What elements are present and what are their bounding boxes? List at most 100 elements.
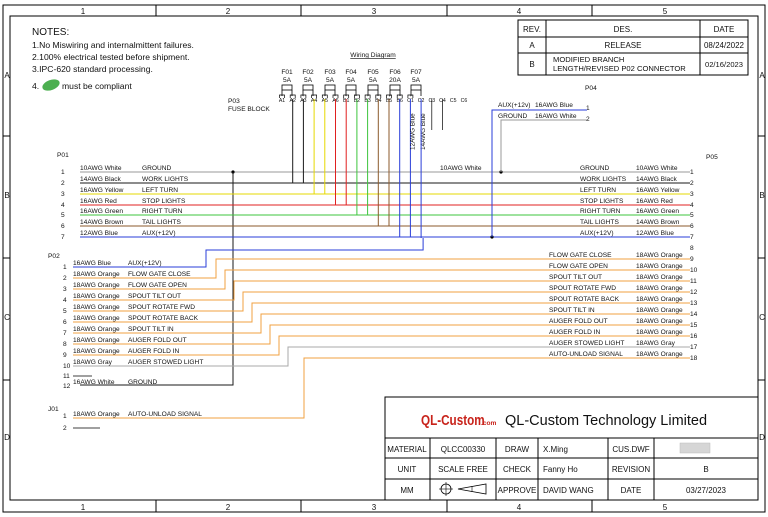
note-item: must be compliant [62,81,132,91]
p05-pin: 13 [690,300,698,307]
title-cell: 03/27/2023 [686,486,727,495]
p01-func: GROUND [142,165,172,172]
p01-wire: 16AWG Yellow [80,187,124,194]
p01-func: WORK LIGHTS [142,176,189,183]
rev-cell: A [529,41,535,50]
p02-pin: 4 [63,297,67,304]
wire-p02-6 [73,313,690,334]
p05-func: FLOW GATE CLOSE [549,252,612,259]
p05-wire: 18AWG Orange [636,307,683,314]
p05-pin: 10 [690,267,698,274]
p01-pin: 7 [61,234,65,241]
p02-pin: 10 [63,363,71,370]
fuse-pin: C6 [461,98,468,104]
p05-wire: 14AWG Black [636,176,677,183]
p01-func: TAIL LIGHTS [142,219,181,226]
pin-cap [375,94,382,98]
p04-pin: 2 [586,116,590,123]
grid-col-label: 4 [517,503,522,512]
j01-wire: 18AWG Orange [73,411,120,418]
p05-pin: 1 [690,169,694,176]
grid-col-label: 3 [372,7,377,16]
fuse-block-label: FUSE BLOCK [228,106,270,113]
p05-pin: 9 [690,256,694,263]
p02-wire: 18AWG Orange [73,293,120,300]
p05-func: LEFT TURN [580,187,616,194]
p02-pin: 5 [63,308,67,315]
grid-col-label: 1 [81,503,86,512]
p02-wire: 18AWG Orange [73,326,120,333]
notes-heading: NOTES: [32,27,69,38]
grid-row-label: B [4,191,9,200]
rev-header: REV. [523,25,541,34]
p05-func: FLOW GATE OPEN [549,263,608,270]
pin-cap [343,94,350,98]
title-cell: B [703,465,708,474]
riser-label: 12AWG Blue [409,113,416,150]
grid-col-label: 3 [372,503,377,512]
p05-wire: 16AWG Green [636,208,679,215]
p05-func: AUTO-UNLOAD SIGNAL [549,351,623,358]
p02-pin: 8 [63,341,67,348]
grid-col-label: 1 [81,7,86,16]
fuse-rating: 5A [412,77,421,84]
p02-func: AUGER FOLD IN [128,348,180,355]
p05-func: AUGER STOWED LIGHT [549,340,624,347]
wire-p02-ground [80,172,234,386]
wire-p02-9 [73,346,690,367]
grid-row-label: D [759,433,765,442]
fuse-name: F02 [302,69,314,76]
p05-wire: 16AWG Yellow [636,187,680,194]
p01-pin: 5 [61,212,65,219]
rev-header: DATE [714,25,735,34]
fuse-name: F05 [367,69,379,76]
wire-p02-7 [73,324,690,345]
p05-pin: 14 [690,311,698,318]
rev-cell: RELEASE [605,41,642,50]
p02-func: SPOUT ROTATE BACK [128,315,199,322]
p02-wire: 16AWG Blue [73,260,111,267]
grid-row-label: A [759,71,765,80]
title-cell: DRAW [505,445,530,454]
p05-func: SPOUT ROTATE BACK [549,296,620,303]
company-name: QL-Custom Technology Limited [505,413,707,429]
wire-p02-1 [73,258,690,279]
fuse-symbol [389,84,401,91]
p01-wire: 14AWG Brown [80,219,124,226]
p01-pin: 2 [61,180,65,187]
note-item-number: 4. [32,81,39,91]
p02-func: FLOW GATE CLOSE [128,271,191,278]
note-item: 1.No Miswiring and internalmittent failu… [32,40,194,50]
title-cell: APPROVE [498,486,537,495]
wire-p02-aux [73,238,424,268]
note-item: 3.IPC-620 standard processing. [32,64,153,74]
p05-func: STOP LIGHTS [580,198,624,205]
p05-wire: 18AWG Orange [636,351,683,358]
p05-pin: 18 [690,355,698,362]
pin-cap [321,94,328,98]
grid-row-label: A [4,71,10,80]
fuse-symbol [324,84,336,91]
p05-wire: 18AWG Orange [636,263,683,270]
p01-pin: 1 [61,169,65,176]
p02-func: AUGER FOLD OUT [128,337,187,344]
p05-func: AUGER FOLD IN [549,329,601,336]
rev-cell: B [529,60,534,69]
p05-pin: 11 [690,278,697,285]
p05-wire: 12AWG Blue [636,230,674,237]
wiring-diagram-title: Wiring Diagram [350,52,396,59]
p01-wire: 12AWG Blue [80,230,118,237]
p05-func: TAIL LIGHTS [580,219,619,226]
p04-func: GROUND [498,113,528,120]
grid-row-label: D [4,433,10,442]
p01-wire: 14AWG Black [80,176,121,183]
fuse-name: F07 [410,69,422,76]
p02-func: GROUND [128,379,158,386]
title-cell: SCALE FREE [438,465,488,474]
p05-pin: 7 [690,234,694,241]
fuse-rating: 5A [369,77,378,84]
p05-pin: 16 [690,333,698,340]
title-cell: X.Ming [543,445,568,454]
fuse-block-id: P03 [228,98,240,105]
